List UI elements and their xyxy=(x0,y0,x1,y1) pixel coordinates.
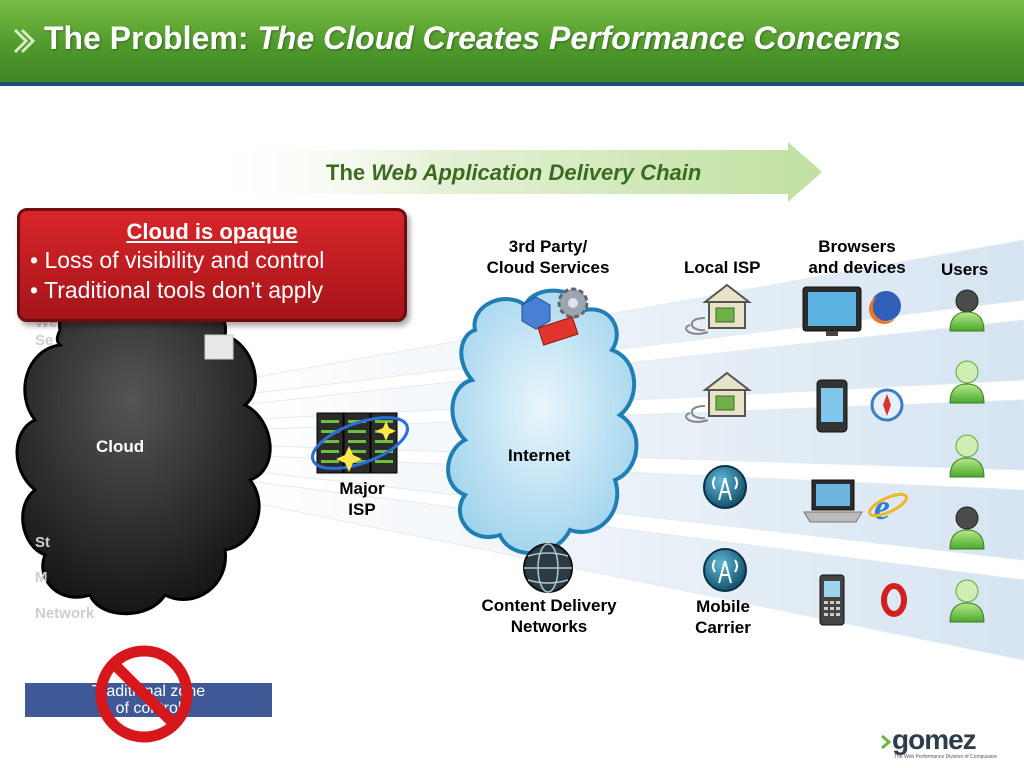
internet-label: Internet xyxy=(508,446,571,465)
title-italic: The Cloud Creates Performance Concerns xyxy=(257,20,902,56)
third-party-line1: 3rd Party/ xyxy=(508,237,588,256)
callout-bullet: Traditional tools don’t apply xyxy=(30,275,324,305)
cloud-opaque-callout: Cloud is opaque Loss of visibility and c… xyxy=(17,208,407,322)
prohibited-icon xyxy=(95,645,193,743)
third-party-line2: Cloud Services xyxy=(486,258,610,277)
delivery-chain-italic: Web Application Delivery Chain xyxy=(371,160,702,185)
ghost-label: M xyxy=(35,569,48,586)
house-icon xyxy=(685,283,752,335)
callout-bullet: Loss of visibility and control xyxy=(30,245,324,275)
firefox-icon xyxy=(869,291,901,324)
cdn-line2: Networks xyxy=(510,617,588,636)
feature-phone-icon xyxy=(819,574,845,626)
logo-chevron-icon xyxy=(881,734,892,750)
cloud-label: Cloud xyxy=(96,437,145,456)
local-isp-label: Local ISP xyxy=(684,258,761,277)
chevron-right-icon xyxy=(13,28,36,54)
title-prefix: The Problem: xyxy=(44,20,258,56)
header-bar xyxy=(0,0,1024,82)
monitor-icon xyxy=(802,286,862,336)
header-rule xyxy=(0,82,1024,86)
server-rack-icon xyxy=(311,412,409,474)
logo-tagline: The Web Performance Division of Compuwar… xyxy=(894,754,998,760)
slide-title: The Problem: The Cloud Creates Performan… xyxy=(44,20,901,57)
cdn-globe-icon xyxy=(523,543,573,593)
cdn-label: Content Delivery Networks xyxy=(460,595,638,637)
mobile-carrier-line1: Mobile xyxy=(696,597,750,616)
smartphone-icon xyxy=(816,379,848,433)
user-icon xyxy=(949,579,985,623)
ghost-label: Se xyxy=(35,332,54,349)
ghost-label: St xyxy=(35,534,50,551)
house-icon xyxy=(685,371,752,423)
svg-text:e: e xyxy=(874,487,890,527)
delivery-chain-arrow xyxy=(190,142,822,202)
browsers-line2: and devices xyxy=(808,258,906,277)
third-party-label: 3rd Party/ Cloud Services xyxy=(468,236,628,278)
major-isp-label: Major ISP xyxy=(322,478,402,520)
user-icon xyxy=(949,506,985,550)
gomez-logo: gomez The Web Performance Division of Co… xyxy=(880,724,1010,762)
callout-bullets: Loss of visibility and control Tradition… xyxy=(30,245,324,305)
user-icon xyxy=(949,434,985,478)
user-icon xyxy=(949,289,985,332)
mobile-carrier-label: Mobile Carrier xyxy=(680,596,766,638)
major-isp-line1: Major xyxy=(339,479,385,498)
mobile-carrier-line2: Carrier xyxy=(695,618,751,637)
callout-title: Cloud is opaque xyxy=(126,219,298,244)
safari-icon xyxy=(870,388,904,422)
user-icon xyxy=(949,360,985,404)
logo-brand: gomez xyxy=(892,724,977,755)
major-isp-line2: ISP xyxy=(348,500,376,519)
browsers-label: Browsers and devices xyxy=(795,236,919,278)
cdn-line1: Content Delivery xyxy=(481,596,617,615)
wireless-tower-icon xyxy=(703,465,747,509)
users-label: Users xyxy=(941,260,989,279)
ghost-server-icon xyxy=(204,334,234,360)
browsers-line1: Browsers xyxy=(818,237,896,256)
ghost-label: Network xyxy=(35,605,95,622)
wireless-tower-icon xyxy=(703,548,747,592)
laptop-icon xyxy=(803,479,863,523)
delivery-chain-prefix: The xyxy=(326,160,372,185)
opera-icon xyxy=(881,583,907,617)
internet-explorer-icon: e xyxy=(868,487,908,527)
cloud-services-icon xyxy=(521,287,589,346)
delivery-chain-label: The Web Application Delivery Chain xyxy=(326,160,701,186)
